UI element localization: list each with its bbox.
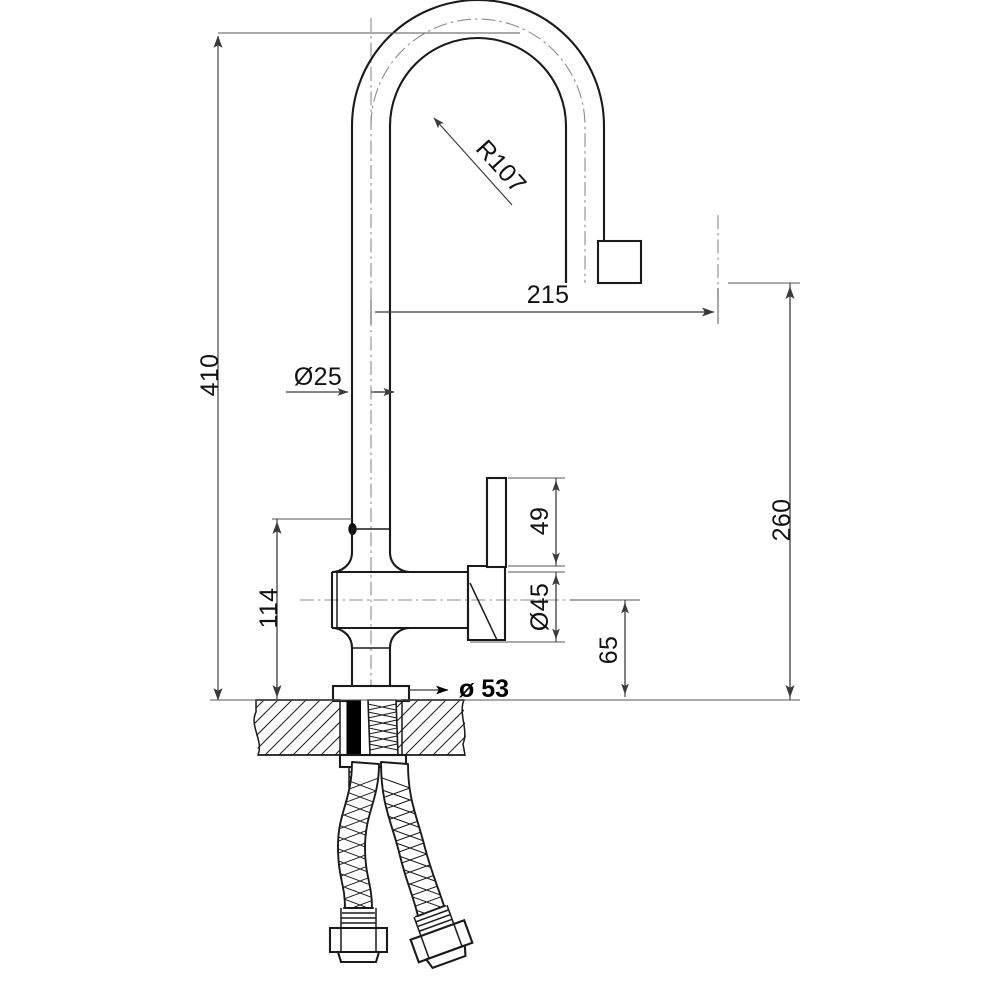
dimension-label-body-height: 114 [255, 588, 283, 629]
supply-hose-left [328, 761, 389, 964]
countertop-hatching-left [254, 700, 340, 755]
base-flange [331, 684, 411, 703]
dimension-spout-height: 260 [470, 282, 800, 701]
spout-arc [350, 0, 606, 470]
dimension-body-height: 114 [255, 518, 352, 700]
dimension-label-handle-clearance: 65 [595, 636, 623, 664]
dimension-label-spout-height: 260 [768, 499, 796, 542]
dimension-overall-height: 410 [196, 32, 520, 701]
stud-hose-braid [367, 703, 399, 751]
hose-left-ferrule [340, 907, 377, 928]
dimension-label-tube-diameter: Ø25 [294, 363, 342, 391]
countertop-hatching-right [396, 700, 466, 755]
riser-tube [348, 470, 392, 535]
dimension-handle-clearance: 65 [570, 599, 640, 697]
dimension-spout-reach: 215 [370, 281, 719, 324]
centre-lines [300, 18, 719, 700]
dimension-label-spout-reach: 215 [527, 281, 570, 309]
valve-body [330, 529, 507, 690]
dimension-label-body-diameter: Ø45 [526, 583, 554, 631]
dimension-base-diameter: ø 53 [409, 675, 509, 703]
lever-handle [485, 476, 508, 569]
hose-nut-left [328, 926, 389, 964]
dimension-handle-height: 49 [508, 477, 565, 567]
dimension-label-base-diameter: ø 53 [459, 675, 509, 703]
dimension-label-overall-height: 410 [196, 354, 224, 397]
dimension-tube-diameter: Ø25 [286, 363, 395, 396]
dimension-spout-radius: R107 [433, 117, 532, 206]
dimension-body-diameter: Ø45 [470, 571, 565, 643]
spout-outlet [564, 239, 643, 285]
hose-left-braid [338, 769, 379, 908]
hose-nut-right [409, 918, 474, 970]
dimension-label-spout-radius: R107 [470, 135, 532, 199]
countertop [253, 699, 466, 756]
dimension-label-handle-height: 49 [526, 507, 554, 535]
hose-right-ferrule [413, 904, 455, 937]
